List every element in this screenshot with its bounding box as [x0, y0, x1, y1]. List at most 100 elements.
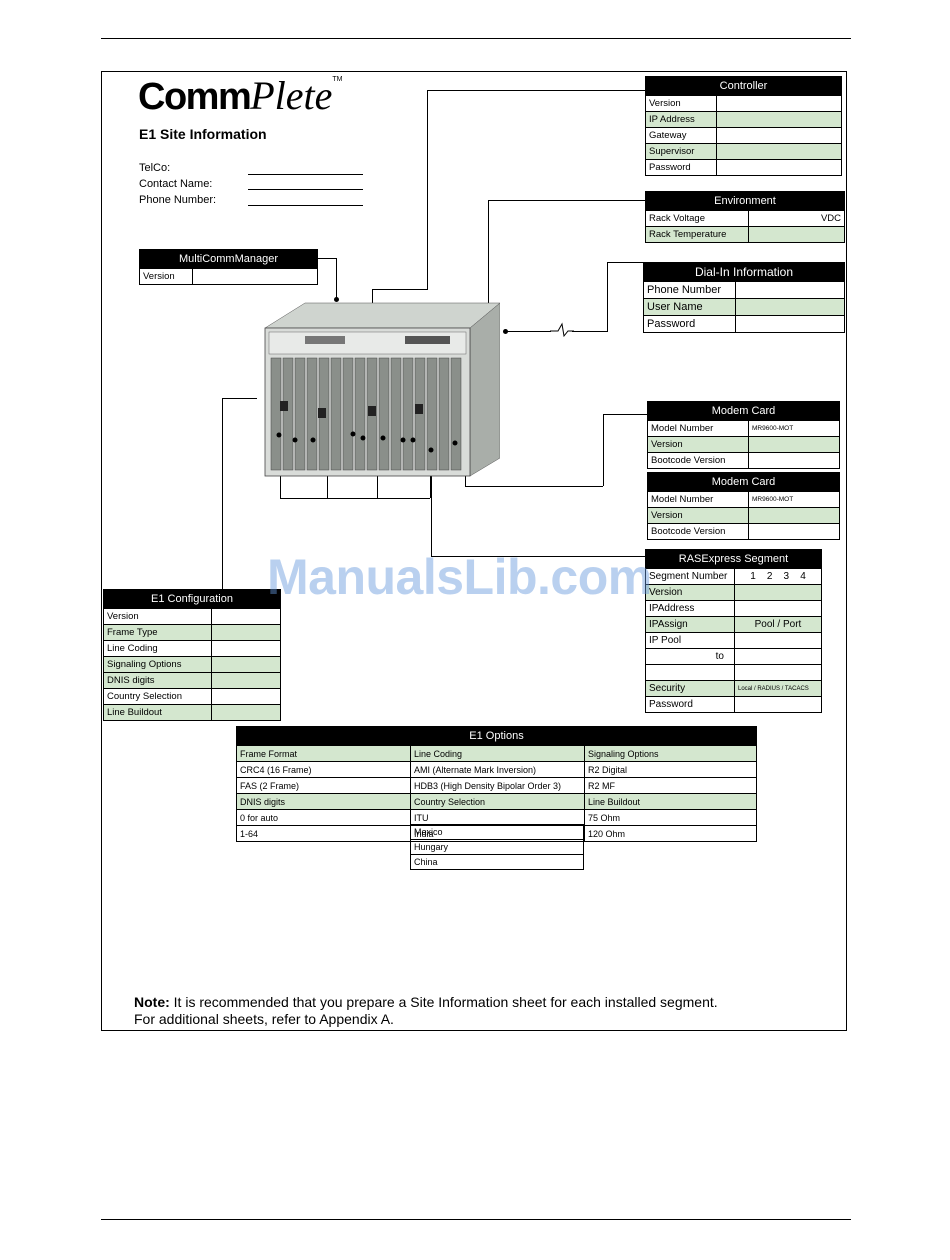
connector [608, 262, 643, 263]
phone-line-break [550, 322, 574, 338]
column-header: Signaling Options [585, 746, 757, 762]
connector [607, 262, 608, 332]
table-cell: China [411, 855, 584, 870]
row-label [646, 665, 735, 681]
ip-address-field[interactable] [735, 601, 822, 617]
e1-configuration-table: E1 Configuration Version Frame Type Line… [103, 589, 281, 721]
rack-temperature-field[interactable] [749, 227, 845, 243]
modem-card-table: Modem Card Model NumberMR9600-MOT Versio… [647, 401, 840, 469]
connector [222, 398, 223, 590]
column-header: Frame Format [237, 746, 411, 762]
environment-header: Environment [646, 192, 845, 211]
connector [372, 289, 427, 290]
ip-pool-start-field[interactable] [735, 633, 822, 649]
phone-number-field[interactable]: Phone Number: [139, 192, 216, 208]
row-label: Signaling Options [104, 657, 212, 673]
row-label: Model Number [648, 421, 749, 437]
bootcode-version-field[interactable] [749, 524, 840, 540]
rack-voltage-field[interactable]: VDC [749, 211, 845, 227]
table-cell: CRC4 (16 Frame) [237, 762, 411, 778]
row-label: Rack Temperature [646, 227, 749, 243]
page-title: E1 Site Information [139, 126, 267, 142]
frame-type-field[interactable] [212, 625, 281, 641]
password-input[interactable] [736, 316, 845, 333]
rasexpress-header: RASExpress Segment [646, 550, 822, 569]
connector [222, 398, 257, 399]
telco-field[interactable]: TelCo: [139, 160, 170, 176]
version-field[interactable] [749, 437, 840, 453]
dialin-table: Dial-In Information Phone Number User Na… [643, 262, 845, 333]
user-name-input[interactable] [736, 299, 845, 316]
note: Note: It is recommended that you prepare… [134, 994, 718, 1028]
blank-field[interactable] [735, 665, 822, 681]
version-field[interactable] [193, 269, 318, 285]
bottom-rule [101, 1219, 851, 1220]
column-header: DNIS digits [237, 794, 411, 810]
table-cell: 1-64 [237, 826, 411, 842]
row-label: Version [140, 269, 193, 285]
row-label: Segment Number [646, 569, 735, 585]
row-label: DNIS digits [104, 673, 212, 689]
row-label: Bootcode Version [648, 524, 749, 540]
row-label: Country Selection [104, 689, 212, 705]
country-selection-field[interactable] [212, 689, 281, 705]
ip-assign-field[interactable]: Pool / Port [735, 617, 822, 633]
contact-name-field[interactable]: Contact Name: [139, 176, 212, 192]
commplete-logo: CommPleteTM [138, 72, 343, 119]
contact-line [248, 189, 363, 190]
row-label: Version [648, 437, 749, 453]
row-label: Security [646, 681, 735, 697]
row-label: Gateway [646, 128, 717, 144]
row-label: Password [646, 160, 717, 176]
ip-address-field[interactable] [717, 112, 842, 128]
ip-pool-end-field[interactable] [735, 649, 822, 665]
table-cell: 120 Ohm [585, 826, 757, 842]
connector [603, 414, 647, 415]
bootcode-version-field[interactable] [749, 453, 840, 469]
telco-line [248, 174, 363, 175]
row-label: Password [646, 697, 735, 713]
row-label: IPAssign [646, 617, 735, 633]
row-label: to [646, 649, 735, 665]
connector [336, 258, 337, 300]
table-cell: R2 Digital [585, 762, 757, 778]
signaling-options-field[interactable] [212, 657, 281, 673]
version-field[interactable] [212, 609, 281, 625]
row-label: Version [646, 585, 735, 601]
connector [505, 331, 551, 332]
controller-table: Controller Version IP Address Gateway Su… [645, 76, 842, 176]
gateway-field[interactable] [717, 128, 842, 144]
phone-number-input[interactable] [736, 282, 845, 299]
multicommmanager-table: MultiCommManager Version [139, 249, 318, 285]
segment-number-field[interactable]: 1 2 3 4 [735, 569, 822, 585]
row-label: Version [646, 96, 717, 112]
version-field[interactable] [749, 508, 840, 524]
column-header: Country Selection [411, 794, 585, 810]
version-field[interactable] [735, 585, 822, 601]
phone-line [248, 205, 363, 206]
security-field[interactable]: Local / RADIUS / TACACS [735, 681, 822, 697]
password-field[interactable] [717, 160, 842, 176]
supervisor-field[interactable] [717, 144, 842, 160]
row-label: Password [644, 316, 736, 333]
row-label: Rack Voltage [646, 211, 749, 227]
row-label: Phone Number [644, 282, 736, 299]
row-label: IP Pool [646, 633, 735, 649]
table-cell: Hungary [411, 840, 584, 855]
controller-header: Controller [646, 77, 842, 96]
line-coding-field[interactable] [212, 641, 281, 657]
dnis-digits-field[interactable] [212, 673, 281, 689]
version-field[interactable] [717, 96, 842, 112]
password-field[interactable] [735, 697, 822, 713]
row-label: Line Buildout [104, 705, 212, 721]
table-cell: HDB3 (High Density Bipolar Order 3) [411, 778, 585, 794]
table-cell: AMI (Alternate Mark Inversion) [411, 762, 585, 778]
table-cell: Mexico [411, 825, 584, 840]
connector [572, 331, 608, 332]
line-buildout-field[interactable] [212, 705, 281, 721]
row-label: Frame Type [104, 625, 212, 641]
connector [318, 258, 336, 259]
model-number-field[interactable]: MR9600-MOT [749, 421, 840, 437]
model-number-field[interactable]: MR9600-MOT [749, 492, 840, 508]
